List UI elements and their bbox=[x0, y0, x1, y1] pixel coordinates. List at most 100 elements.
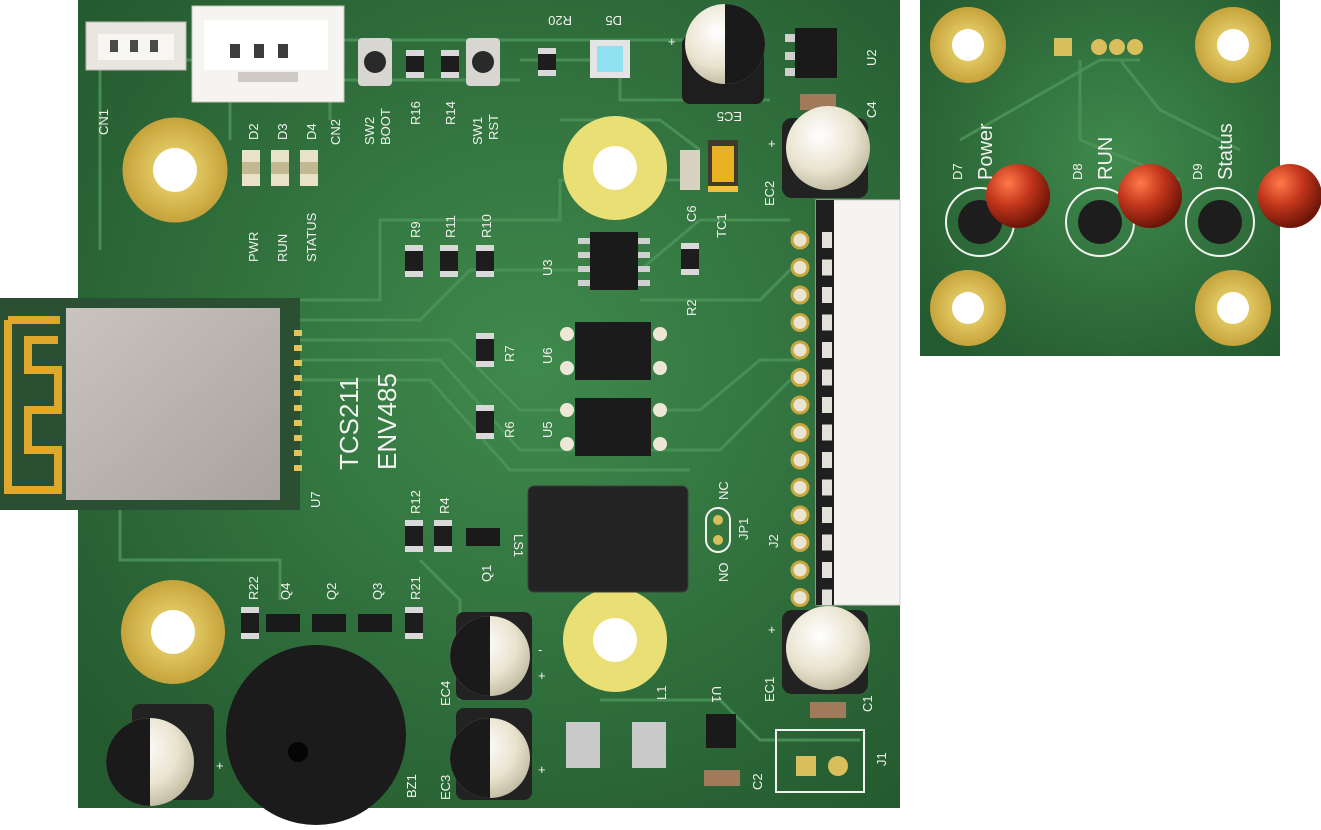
jumper-jp1[interactable] bbox=[705, 507, 731, 553]
label-ec3: EC3 bbox=[438, 775, 453, 800]
ic-u2 bbox=[785, 28, 837, 78]
label-sw2: SW2 bbox=[362, 117, 377, 145]
label-d5: D5 bbox=[605, 13, 622, 28]
label-r6: R6 bbox=[502, 421, 517, 438]
label-q4: Q4 bbox=[278, 583, 293, 600]
label-nc: NC bbox=[716, 481, 731, 500]
label-ls1: LS1 bbox=[511, 534, 526, 557]
j2-pin bbox=[790, 423, 810, 442]
led-d7-power bbox=[945, 164, 1050, 257]
connector-cn2 bbox=[191, 5, 345, 103]
inductor-l1 bbox=[566, 722, 666, 768]
connector-j1 bbox=[775, 729, 865, 793]
led-d5 bbox=[590, 40, 630, 78]
capacitor-c6 bbox=[680, 150, 700, 190]
capacitor-ec3 bbox=[450, 708, 532, 800]
label-no: NO bbox=[716, 563, 731, 583]
j2-contact bbox=[822, 287, 832, 303]
label-r14: R14 bbox=[443, 101, 458, 125]
silkscreen: TCS211 ENV485 CN1 CN2 SW2 BOOT R16 R14 S… bbox=[96, 13, 1237, 800]
label-bz1: BZ1 bbox=[404, 774, 419, 798]
label-plus: + bbox=[538, 762, 546, 777]
label-cn2: CN2 bbox=[328, 119, 343, 145]
label-jp1: JP1 bbox=[736, 518, 751, 540]
j2-pin bbox=[790, 368, 810, 387]
label-u3: U3 bbox=[540, 259, 555, 276]
capacitor-c2 bbox=[704, 770, 740, 786]
label-power: Power bbox=[975, 123, 997, 180]
label-run-led: RUN bbox=[1095, 137, 1117, 180]
j2-pin bbox=[790, 285, 810, 305]
j2-pin bbox=[790, 450, 810, 470]
label-plus: + bbox=[668, 34, 676, 49]
label-d3: D3 bbox=[275, 123, 290, 140]
capacitor-left bbox=[106, 704, 214, 806]
label-q2: Q2 bbox=[324, 583, 339, 600]
j2-contact bbox=[822, 534, 832, 551]
label-tc1: TC1 bbox=[714, 213, 729, 238]
mounting-hole bbox=[1195, 7, 1271, 83]
j2-pin bbox=[790, 395, 810, 415]
j2-pin bbox=[790, 588, 810, 607]
label-c6: C6 bbox=[684, 205, 699, 222]
label-j1: J1 bbox=[874, 752, 889, 766]
j2-contact bbox=[822, 424, 832, 441]
ic-u1 bbox=[706, 714, 736, 748]
label-r9: R9 bbox=[408, 221, 423, 238]
label-u5: U5 bbox=[540, 421, 555, 438]
optocoupler-u6 bbox=[560, 322, 667, 380]
transistors-q2-q4 bbox=[266, 614, 392, 632]
label-r10: R10 bbox=[479, 214, 494, 238]
label-r7: R7 bbox=[502, 345, 517, 362]
buzzer-bz1 bbox=[226, 645, 406, 825]
optocoupler-u5 bbox=[560, 398, 667, 456]
smd-resistors bbox=[241, 48, 699, 639]
label-q3: Q3 bbox=[370, 583, 385, 600]
label-ec1: EC1 bbox=[762, 677, 777, 702]
capacitor-ec1 bbox=[782, 606, 870, 694]
tantalum-tc1 bbox=[708, 140, 738, 192]
label-ec4: EC4 bbox=[438, 681, 453, 706]
j2-pin bbox=[790, 478, 810, 497]
label-run: RUN bbox=[275, 234, 290, 262]
j2-pin bbox=[790, 258, 810, 277]
j2-contact bbox=[822, 589, 832, 606]
j2-contact bbox=[822, 452, 832, 468]
j2-contact bbox=[822, 507, 832, 523]
capacitor-c4 bbox=[800, 94, 836, 110]
button-sw1-rst[interactable] bbox=[466, 38, 500, 86]
j2-contact bbox=[822, 232, 832, 248]
label-sw1: SW1 bbox=[470, 117, 485, 145]
mounting-hole bbox=[930, 270, 1006, 346]
label-q1: Q1 bbox=[479, 565, 494, 582]
label-u7: U7 bbox=[308, 491, 323, 508]
j2-pin bbox=[790, 230, 810, 250]
label-boot: BOOT bbox=[378, 108, 393, 145]
j2-contact bbox=[822, 479, 832, 496]
board-name-line2: ENV485 bbox=[372, 373, 402, 470]
status-leds-d2-d4 bbox=[242, 150, 318, 186]
label-r4: R4 bbox=[437, 497, 452, 514]
label-cn1: CN1 bbox=[96, 109, 111, 135]
label-u2: U2 bbox=[864, 49, 879, 66]
connector-j2-pins bbox=[790, 230, 832, 607]
label-plus: + bbox=[216, 758, 224, 773]
j2-pin bbox=[790, 505, 810, 525]
label-ec5: EC5 bbox=[717, 109, 742, 124]
label-d9: D9 bbox=[1190, 163, 1205, 180]
j2-contact bbox=[822, 369, 832, 386]
label-plus: + bbox=[768, 136, 776, 151]
label-r20: R20 bbox=[548, 13, 572, 28]
label-u6: U6 bbox=[540, 347, 555, 364]
led-d9-status bbox=[1185, 164, 1321, 257]
capacitor-ec5 bbox=[682, 4, 765, 104]
label-plus: + bbox=[768, 622, 776, 637]
board-gap bbox=[900, 0, 920, 830]
button-sw2-boot[interactable] bbox=[358, 38, 392, 86]
j2-contact bbox=[822, 314, 832, 331]
label-ec2: EC2 bbox=[762, 181, 777, 206]
transistor-q1 bbox=[466, 528, 500, 546]
label-r11: R11 bbox=[443, 215, 458, 238]
capacitor-ec4 bbox=[450, 612, 532, 700]
label-d7: D7 bbox=[950, 163, 965, 180]
